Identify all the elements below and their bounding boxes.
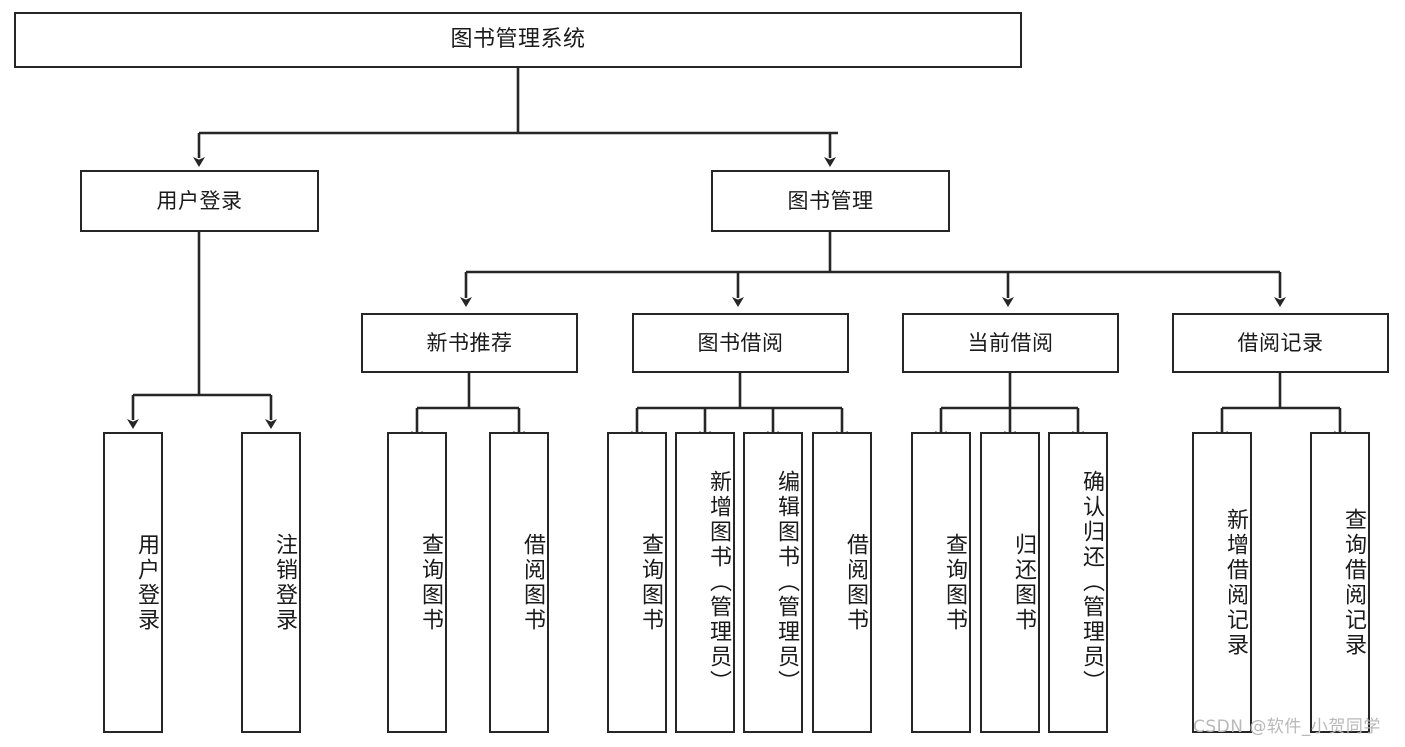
- leaf-book-borrow-edit[interactable]: 编辑图书（管理员）: [743, 432, 803, 733]
- leaf-book-borrow-query[interactable]: 查询图书: [607, 432, 667, 733]
- node-label: 确认归还（管理员）: [1079, 470, 1104, 695]
- node-label: 图书借阅: [697, 330, 784, 355]
- node-label: 编辑图书（管理员）: [774, 470, 799, 695]
- node-label: 借阅图书: [520, 532, 545, 633]
- node-label: 新增图书（管理员）: [706, 470, 731, 695]
- leaf-borrow-record-query[interactable]: 查询借阅记录: [1310, 432, 1370, 733]
- node-label: 借阅图书: [843, 532, 868, 633]
- node-user-login[interactable]: 用户登录: [80, 170, 319, 232]
- node-borrow-record[interactable]: 借阅记录: [1172, 313, 1389, 373]
- node-root-system[interactable]: 图书管理系统: [14, 12, 1022, 68]
- node-label: 查询图书: [418, 532, 443, 633]
- node-book-borrow[interactable]: 图书借阅: [632, 313, 849, 373]
- node-label: 借阅记录: [1237, 330, 1324, 355]
- node-book-management[interactable]: 图书管理: [711, 170, 950, 232]
- node-label: 用户登录: [134, 532, 159, 633]
- node-new-book-recommend[interactable]: 新书推荐: [361, 313, 578, 373]
- node-label: 查询借阅记录: [1341, 507, 1366, 658]
- leaf-book-borrow-borrow[interactable]: 借阅图书: [812, 432, 872, 733]
- node-current-borrow[interactable]: 当前借阅: [902, 313, 1119, 373]
- node-label: 新书推荐: [426, 330, 513, 355]
- node-label: 新增借阅记录: [1223, 507, 1248, 658]
- leaf-current-borrow-query[interactable]: 查询图书: [911, 432, 971, 733]
- node-label: 查询图书: [942, 532, 967, 633]
- leaf-new-book-borrow[interactable]: 借阅图书: [489, 432, 549, 733]
- leaf-book-borrow-add[interactable]: 新增图书（管理员）: [675, 432, 735, 733]
- node-label: 图书管理: [787, 188, 874, 213]
- leaf-user-login-login[interactable]: 用户登录: [103, 432, 163, 733]
- node-label: 注销登录: [272, 532, 297, 633]
- node-label: 归还图书: [1011, 532, 1036, 633]
- leaf-new-book-query[interactable]: 查询图书: [387, 432, 447, 733]
- leaf-user-login-logout[interactable]: 注销登录: [241, 432, 301, 733]
- leaf-borrow-record-add[interactable]: 新增借阅记录: [1192, 432, 1252, 733]
- node-label: 当前借阅: [967, 330, 1054, 355]
- node-label: 查询图书: [638, 532, 663, 633]
- node-label: 图书管理系统: [450, 27, 586, 53]
- leaf-current-borrow-return[interactable]: 归还图书: [980, 432, 1040, 733]
- csdn-watermark: CSDN @软件_小贺同学: [1193, 717, 1381, 737]
- node-label: 用户登录: [156, 188, 243, 213]
- leaf-current-borrow-confirm-return[interactable]: 确认归还（管理员）: [1048, 432, 1108, 733]
